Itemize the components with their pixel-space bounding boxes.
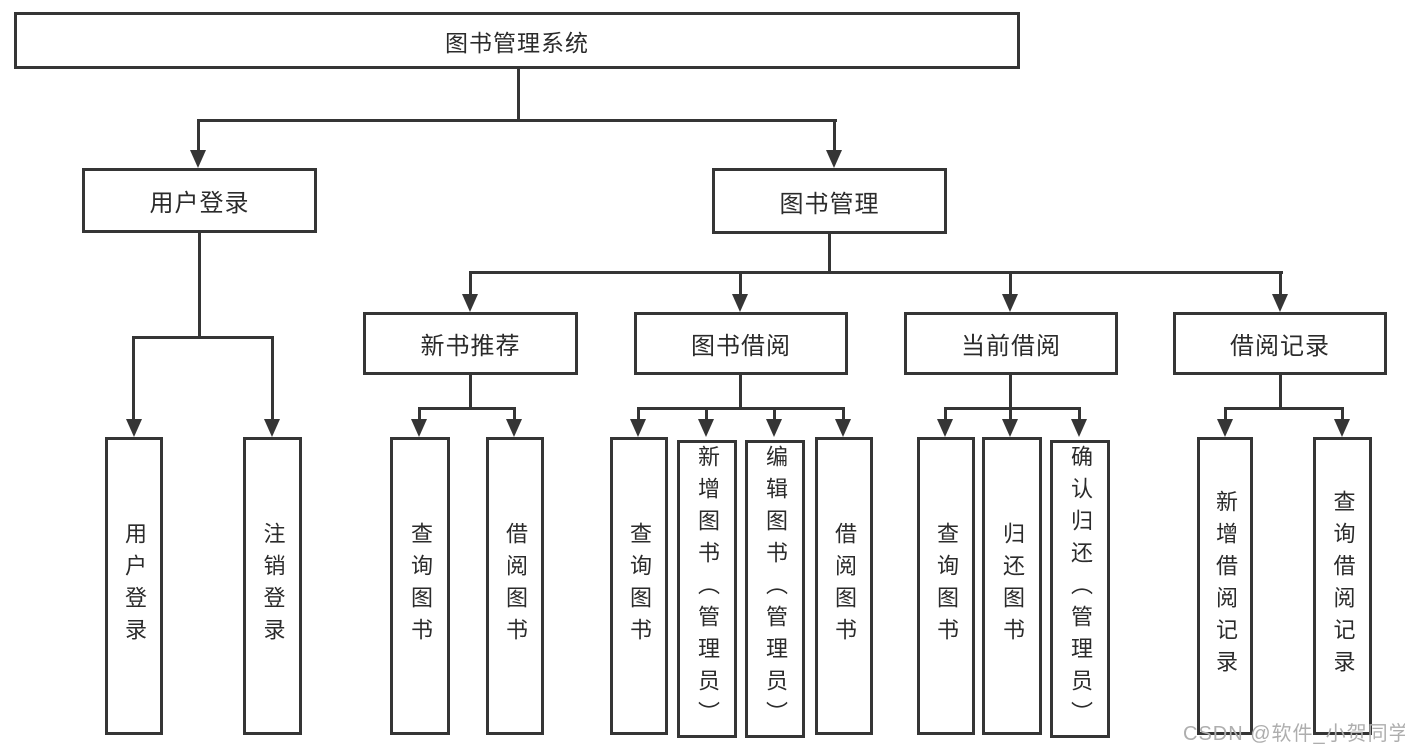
arrow-down-icon [1217, 419, 1233, 437]
connector-line [1009, 407, 1012, 419]
connector-line [833, 119, 836, 150]
node-user-login: 用户登录 [82, 168, 317, 233]
connector-line [1279, 375, 1282, 408]
leaf-query-borrow-record: 查询借阅记录 [1313, 437, 1372, 735]
arrow-down-icon [126, 419, 142, 437]
connector-line [197, 119, 200, 150]
leaf-add-borrow-record: 新增借阅记录 [1197, 437, 1253, 735]
arrow-down-icon [630, 419, 646, 437]
leaf-confirm-return-admin: 确认归还（管理员） [1050, 440, 1110, 738]
connector-line [637, 407, 845, 410]
connector-line [1279, 271, 1282, 294]
connector-line [773, 407, 776, 419]
connector-line [132, 336, 135, 419]
connector-line [513, 407, 516, 419]
connector-line [1224, 407, 1344, 410]
arrow-down-icon [1071, 419, 1087, 437]
connector-line [469, 271, 472, 294]
arrow-down-icon [264, 419, 280, 437]
connector-line [637, 407, 640, 419]
leaf-edit-books-admin: 编辑图书（管理员） [745, 440, 805, 738]
node-new-book-recommend: 新书推荐 [363, 312, 578, 375]
leaf-return-books: 归还图书 [982, 437, 1042, 735]
node-book-management: 图书管理 [712, 168, 947, 234]
leaf-borrow-books-recommend: 借阅图书 [486, 437, 544, 735]
connector-line [739, 271, 742, 294]
connector-line [944, 407, 1081, 410]
connector-line [1009, 271, 1012, 294]
arrow-down-icon [698, 419, 714, 437]
arrow-down-icon [1002, 294, 1018, 312]
connector-line [1078, 407, 1081, 419]
node-book-borrow: 图书借阅 [634, 312, 848, 375]
connector-line [705, 407, 708, 419]
arrow-down-icon [937, 419, 953, 437]
arrow-down-icon [190, 150, 206, 168]
connector-line [1341, 407, 1344, 419]
arrow-down-icon [732, 294, 748, 312]
connector-line [469, 375, 472, 409]
leaf-query-books-recommend: 查询图书 [390, 437, 450, 735]
arrow-down-icon [462, 294, 478, 312]
leaf-logout: 注销登录 [243, 437, 302, 735]
connector-line [418, 407, 421, 419]
connector-line [469, 271, 1283, 274]
arrow-down-icon [506, 419, 522, 437]
arrow-down-icon [411, 419, 427, 437]
arrow-down-icon [1334, 419, 1350, 437]
leaf-borrow-books: 借阅图书 [815, 437, 873, 735]
arrow-down-icon [1272, 294, 1288, 312]
node-borrow-records: 借阅记录 [1173, 312, 1387, 375]
connector-line [944, 407, 947, 419]
connector-line [198, 232, 201, 338]
node-current-borrow: 当前借阅 [904, 312, 1118, 375]
connector-line [1009, 375, 1012, 409]
connector-line [197, 119, 837, 122]
connector-line [418, 407, 516, 410]
connector-line [739, 375, 742, 408]
leaf-add-books-admin: 新增图书（管理员） [677, 440, 737, 738]
connector-line [842, 407, 845, 419]
watermark: CSDN @软件_小贺同学 [1183, 723, 1405, 745]
leaf-query-books-borrow: 查询图书 [610, 437, 668, 735]
arrow-down-icon [826, 150, 842, 168]
leaf-user-login: 用户登录 [105, 437, 163, 735]
connector-line [132, 336, 274, 339]
connector-line [517, 69, 520, 120]
leaf-query-books-current: 查询图书 [917, 437, 975, 735]
connector-line [828, 234, 831, 273]
arrow-down-icon [835, 419, 851, 437]
node-library-system: 图书管理系统 [14, 12, 1020, 69]
connector-line [271, 336, 274, 419]
connector-line [1224, 407, 1227, 419]
arrow-down-icon [766, 419, 782, 437]
arrow-down-icon [1002, 419, 1018, 437]
